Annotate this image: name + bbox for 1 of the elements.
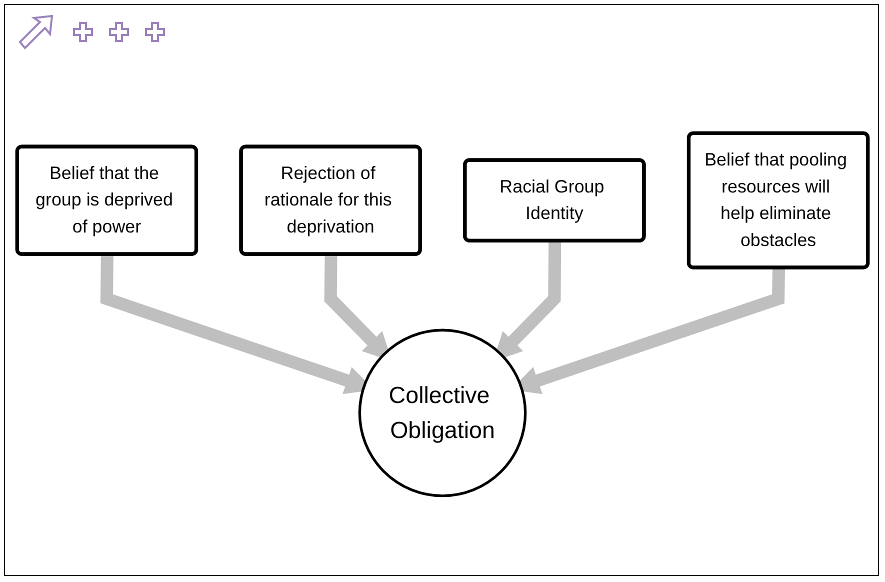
node-circle: Collective Obligation: [358, 328, 527, 497]
